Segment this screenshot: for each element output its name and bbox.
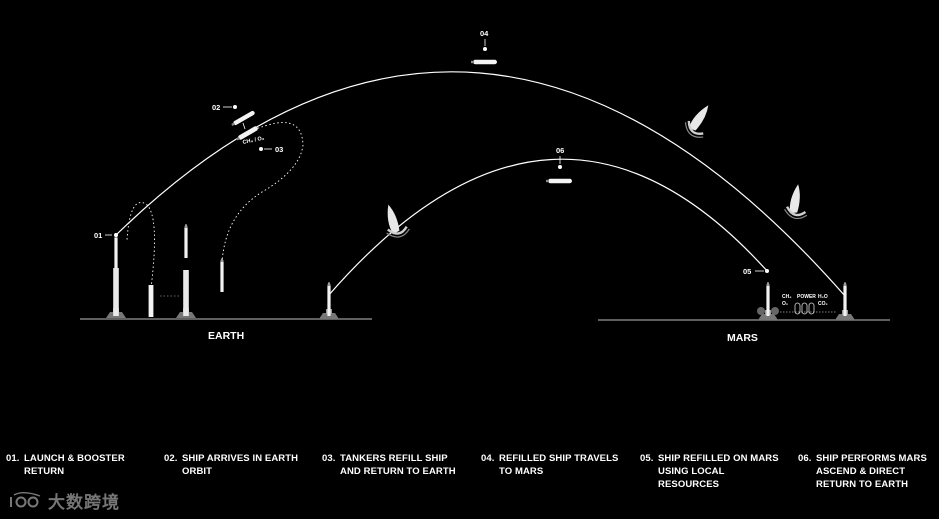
earth-to-mars-trajectory: [114, 71, 846, 297]
tanker-return-path: [221, 122, 304, 264]
marker-04: 04: [480, 29, 489, 51]
step-legend: 01. LAUNCH & BOOSTER RETURN 02. SHIP ARR…: [0, 452, 939, 502]
booster-return-path: [126, 202, 155, 289]
step-number: 06.: [798, 453, 812, 464]
watermark-text: 大数跨境: [48, 493, 120, 513]
step-03: 03. TANKERS REFILL SHIP AND RETURN TO EA…: [322, 452, 468, 478]
step-number: 03.: [322, 453, 336, 464]
marker-03: 03: [259, 145, 283, 154]
svg-text:01: 01: [94, 231, 102, 240]
step-text: TANKERS REFILL SHIP AND RETURN TO EARTH: [340, 453, 456, 477]
tanker-docked: [236, 126, 258, 141]
watermark: 大数跨境: [8, 488, 120, 513]
earth-label: EARTH: [208, 330, 244, 342]
step-06: 06. SHIP PERFORMS MARS ASCEND & DIRECT R…: [798, 452, 938, 491]
step-text: REFILLED SHIP TRAVELS TO MARS: [499, 453, 619, 477]
return-ship-06: [546, 178, 572, 184]
svg-text:05: 05: [743, 267, 751, 276]
mars-label: MARS: [727, 332, 758, 344]
mars-landed-ship: [757, 282, 779, 320]
Ido-logo-icon: [10, 491, 41, 507]
step-text: SHIP PERFORMS MARS ASCEND & DIRECT RETUR…: [816, 453, 927, 490]
launch-pad-left: [106, 234, 126, 318]
step-number: 02.: [164, 453, 178, 464]
marker-01: 01: [94, 231, 118, 240]
step-02: 02. SHIP ARRIVES IN EARTH ORBIT: [164, 452, 310, 478]
step-number: 01.: [6, 453, 20, 464]
returning-booster: [148, 285, 180, 317]
chem-power: POWER: [797, 294, 816, 300]
step-number: 05.: [640, 453, 654, 464]
mars-entry-ship-b: [782, 181, 814, 222]
svg-text:03: 03: [275, 145, 283, 154]
isru-plant: [780, 302, 836, 315]
chem-co2: CO₂: [818, 301, 828, 307]
svg-text:02: 02: [212, 103, 220, 112]
refuel-link: [242, 122, 246, 130]
chem-h2o: H₂O: [818, 294, 828, 300]
landing-tanker: [220, 258, 224, 292]
svg-text:04: 04: [480, 29, 489, 38]
launch-pad-center: [176, 224, 196, 318]
svg-text:06: 06: [556, 146, 564, 155]
chem-o2: O₂: [782, 301, 788, 307]
mars-entry-ship-a: [680, 98, 721, 143]
marker-05: 05: [743, 267, 769, 276]
transit-ship-04: [471, 59, 497, 65]
step-number: 04.: [481, 453, 495, 464]
step-text: LAUNCH & BOOSTER RETURN: [24, 453, 125, 477]
propellant-label: CH₄ / O₂: [242, 135, 265, 146]
step-text: SHIP REFILLED ON MARS USING LOCAL RESOUR…: [658, 453, 779, 490]
step-05: 05. SHIP REFILLED ON MARS USING LOCAL RE…: [640, 452, 786, 491]
step-01: 01. LAUNCH & BOOSTER RETURN: [6, 452, 152, 478]
marker-02: 02: [212, 103, 237, 112]
step-text: SHIP ARRIVES IN EARTH ORBIT: [182, 453, 299, 477]
step-04: 04. REFILLED SHIP TRAVELS TO MARS: [481, 452, 627, 478]
chem-ch4: CH₄: [782, 294, 792, 300]
marker-06: 06: [556, 146, 564, 169]
